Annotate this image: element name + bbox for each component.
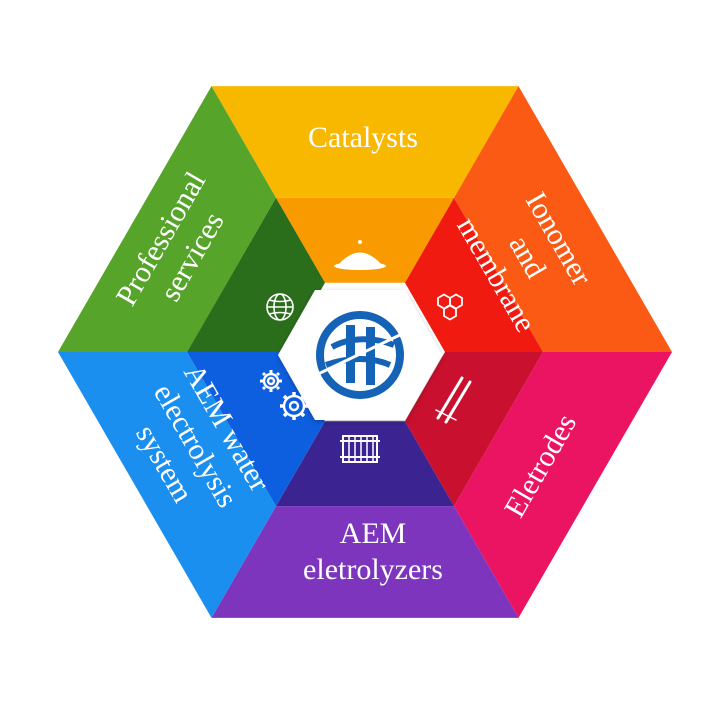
segment-outer-electrodes <box>454 352 672 618</box>
stack-cell-icon <box>340 435 380 463</box>
segment-outer-catalysts <box>211 86 519 198</box>
segment-outer-services <box>58 86 276 353</box>
inner-segments <box>187 197 543 507</box>
company-logo-icon <box>315 311 405 399</box>
segment-inner-system <box>187 352 325 507</box>
segment-outer-system <box>58 352 276 618</box>
segment-inner-electrolyzers <box>276 421 454 507</box>
powder-pile-icon <box>334 240 386 270</box>
hexagon-cluster-icon <box>437 293 463 321</box>
electrode-tubes-icon <box>435 376 472 424</box>
segment-inner-ionomer <box>405 197 543 352</box>
outer-segments <box>58 86 672 618</box>
segment-label-catalysts: Catalysts <box>308 121 418 154</box>
segment-outer-electrolyzers <box>211 506 519 618</box>
segment-inner-electrodes <box>405 352 543 507</box>
segment-outer-ionomer <box>454 86 672 353</box>
gears-icon <box>260 370 308 420</box>
segment-inner-catalysts <box>276 197 454 283</box>
globe-icon <box>266 293 294 321</box>
